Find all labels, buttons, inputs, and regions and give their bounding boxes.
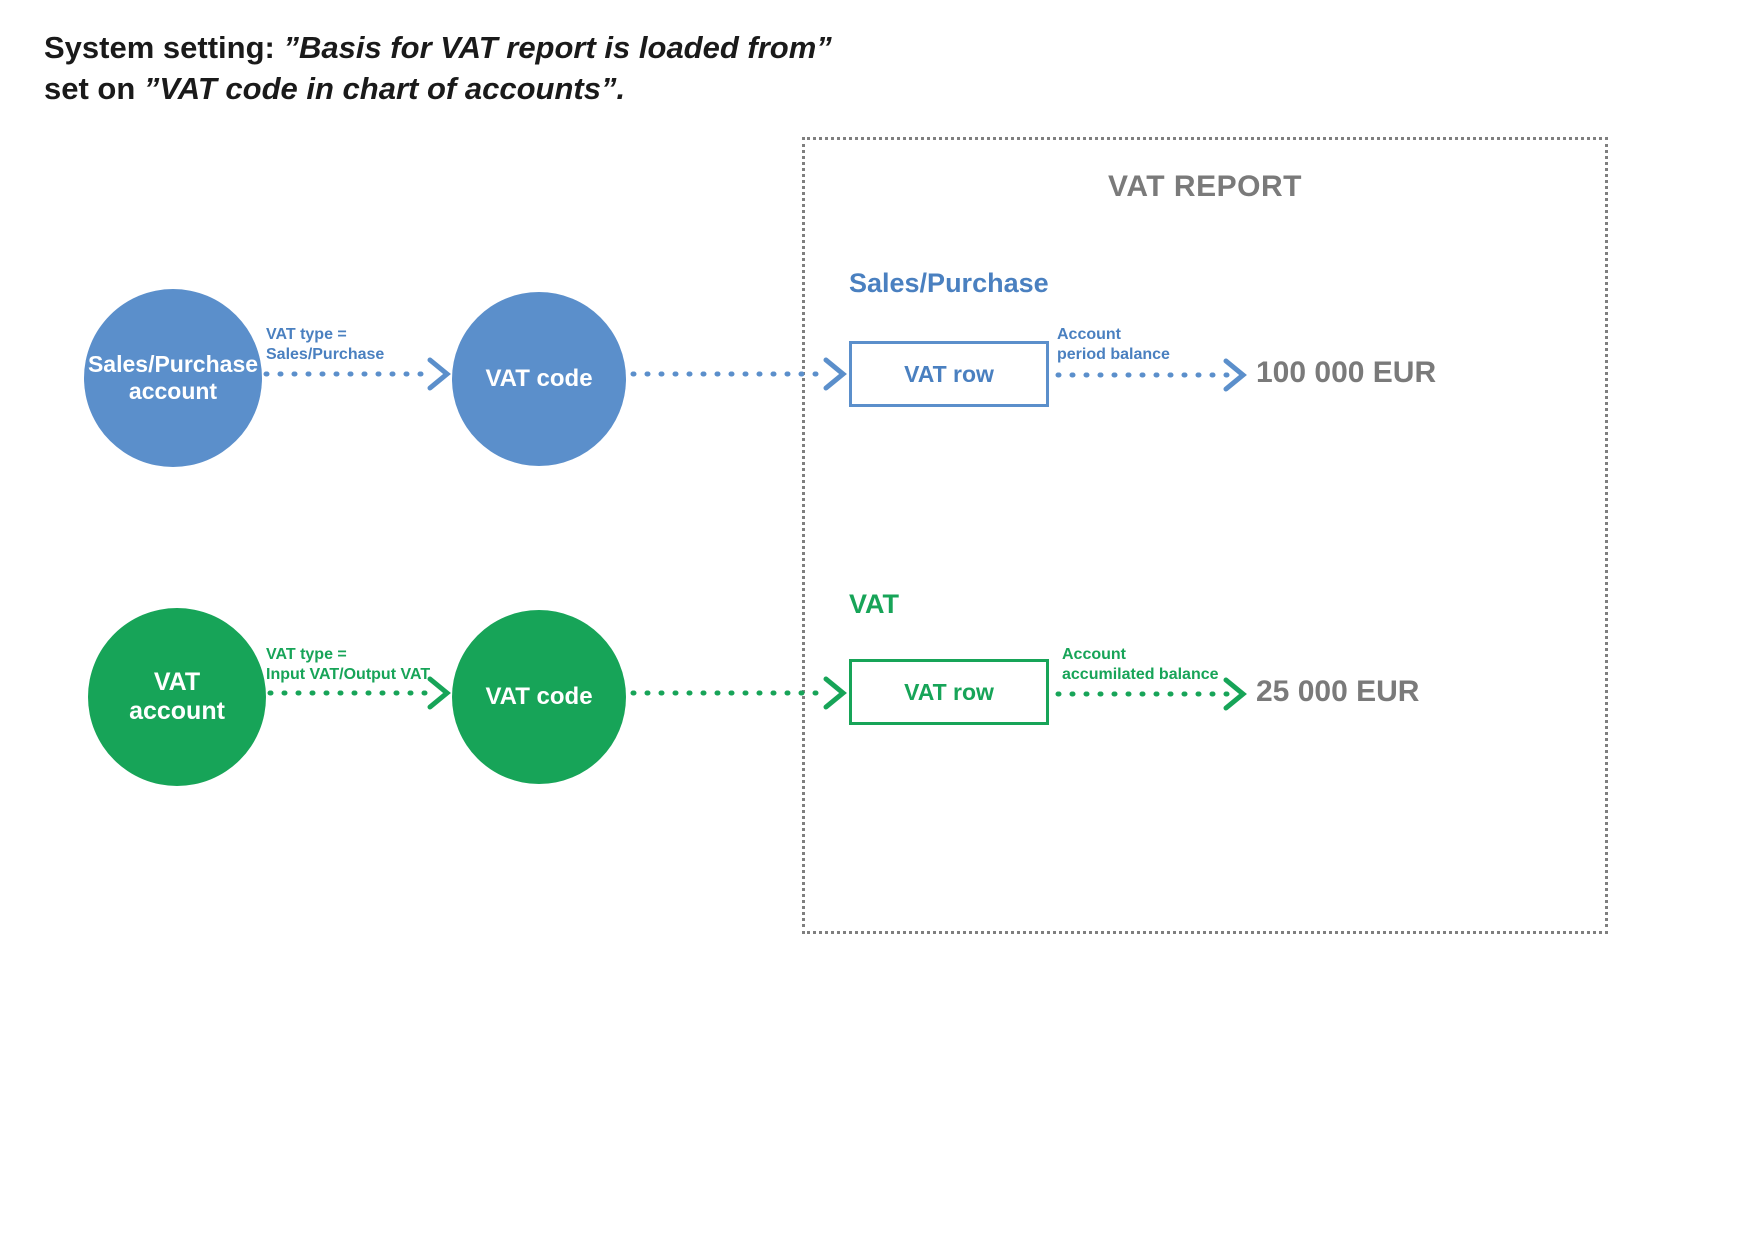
edge-label-vat-type-vat: VAT type = Input VAT/Output VAT xyxy=(266,645,430,686)
vat-report-title: VAT REPORT xyxy=(1108,170,1302,203)
vat-row-label: VAT row xyxy=(904,360,994,387)
node-vat-account[interactable]: VAT account xyxy=(88,608,266,786)
vat-row-sales-purchase[interactable]: VAT row xyxy=(849,341,1049,407)
node-label: Sales/Purchase account xyxy=(88,351,258,405)
edge-label-line-2: Input VAT/Output VAT xyxy=(266,666,431,684)
page-title-quote-2: ”VAT code in chart of accounts”. xyxy=(143,70,626,106)
node-label: VAT code xyxy=(485,682,593,710)
edge-label-line-1: VAT type = xyxy=(266,646,347,663)
vat-report-container xyxy=(802,137,1608,934)
edge-label-account-period-balance: Account period balance xyxy=(1057,325,1170,366)
node-label: VAT account xyxy=(129,668,225,727)
vat-row-vat[interactable]: VAT row xyxy=(849,659,1049,725)
amount-sales-purchase: 100 000 EUR xyxy=(1256,356,1437,389)
page-title-line-2: set on ”VAT code in chart of accounts”. xyxy=(44,69,1144,110)
page-title-label: System setting: xyxy=(44,30,275,65)
vat-row-label: VAT row xyxy=(904,678,994,705)
page-title-seton: set on xyxy=(44,70,136,106)
edge-label-vat-type-sales-purchase: VAT type = Sales/Purchase xyxy=(266,325,384,366)
page-title-quote-1: ”Basis for VAT report is loaded from” xyxy=(283,30,832,65)
page-title: System setting: ”Basis for VAT report is… xyxy=(44,28,1144,110)
page-title-line-1: System setting: ”Basis for VAT report is… xyxy=(44,28,1144,69)
node-sales-purchase-account[interactable]: Sales/Purchase account xyxy=(84,289,262,467)
node-label: VAT code xyxy=(485,364,593,392)
node-label-line-1: VAT xyxy=(153,667,201,696)
section-heading-sales-purchase: Sales/Purchase xyxy=(849,268,1049,298)
edge-label-line-1: Account xyxy=(1062,646,1126,663)
section-heading-vat: VAT xyxy=(849,589,899,619)
edge-label-line-2: accumilated balance xyxy=(1062,666,1219,684)
edge-label-line-2: Sales/Purchase xyxy=(266,346,385,364)
node-vat-code-sales-purchase[interactable]: VAT code xyxy=(452,292,626,466)
edge-label-line-2: period balance xyxy=(1057,346,1170,364)
node-label-line-2: account xyxy=(128,378,218,404)
edge-label-line-1: VAT type = xyxy=(266,326,347,343)
node-label-line-1: Sales/Purchase xyxy=(87,350,259,377)
node-vat-code-vat[interactable]: VAT code xyxy=(452,610,626,784)
edge-label-account-accumulated-balance: Account accumilated balance xyxy=(1062,645,1219,686)
amount-vat: 25 000 EUR xyxy=(1256,675,1420,708)
edge-label-line-1: Account xyxy=(1057,326,1121,343)
node-label-line-2: account xyxy=(129,697,225,725)
